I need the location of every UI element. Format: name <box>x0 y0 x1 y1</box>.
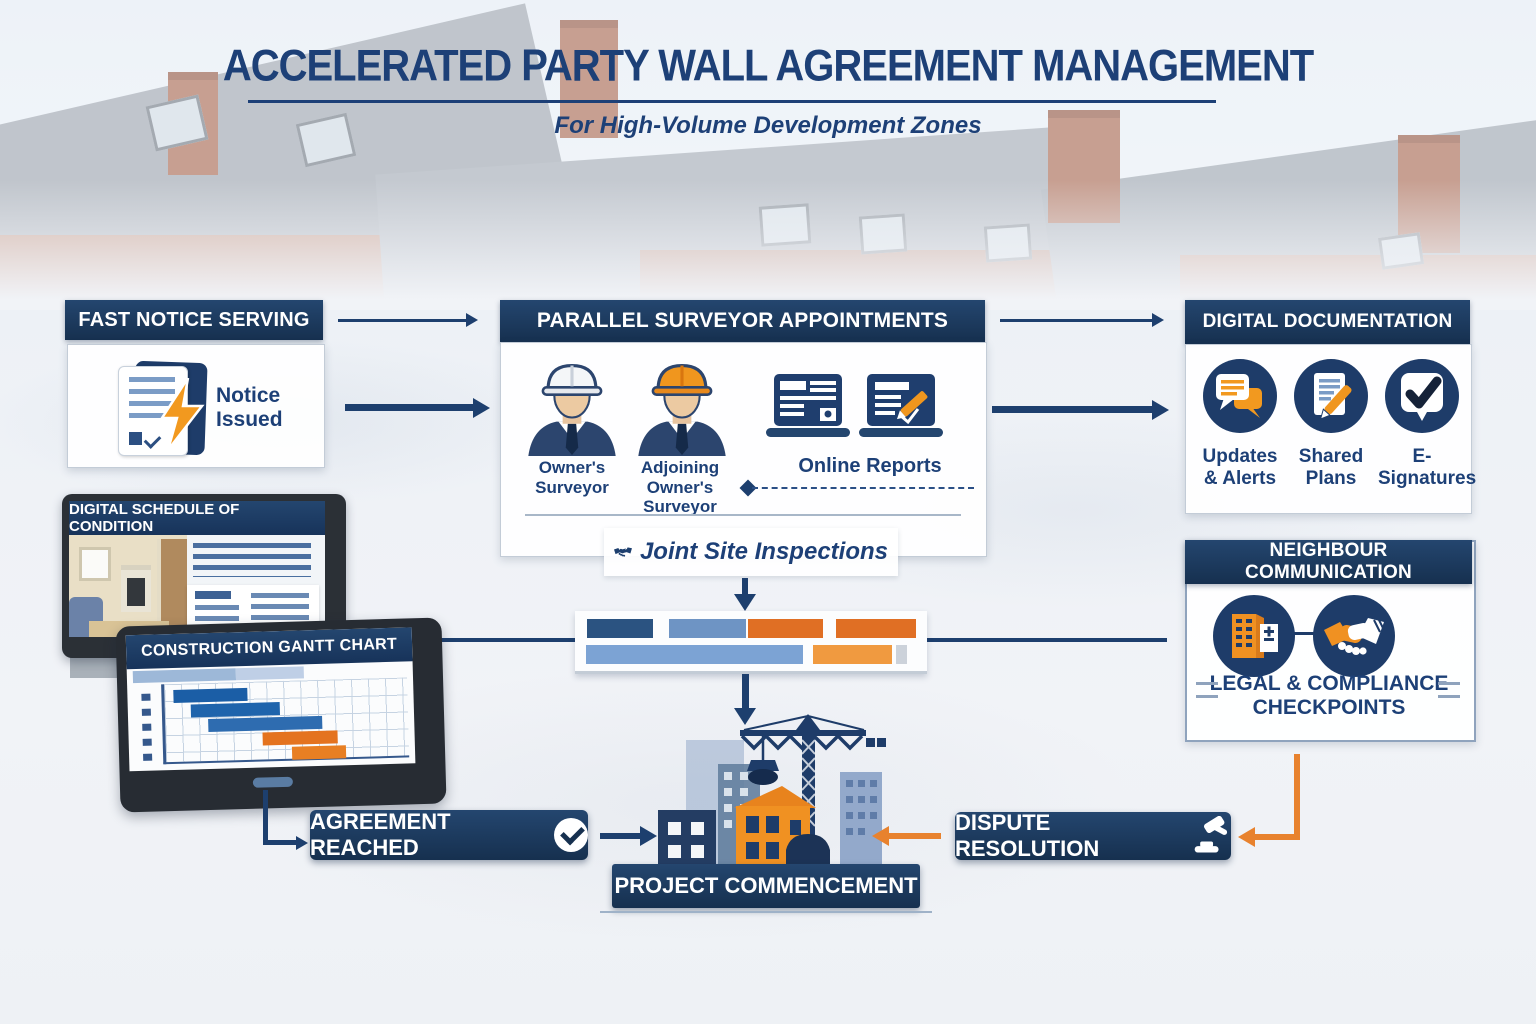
shared-plans-label: Shared Plans <box>1298 446 1364 489</box>
arrowhead <box>473 398 490 418</box>
timeline-bar-segment <box>896 645 907 664</box>
legal-compliance-checkpoints-label: LEGAL & COMPLIANCE CHECKPOINTS <box>1209 672 1449 720</box>
arrowhead-orange <box>872 826 889 846</box>
condition-report-text <box>187 543 319 637</box>
timeline-bar-segment <box>748 619 823 638</box>
photo-fade <box>0 180 1536 310</box>
arrowhead <box>640 826 657 846</box>
panel-divider <box>525 514 961 516</box>
arrow-dispute-to-project <box>889 833 941 839</box>
decorative-equal-lines <box>1196 682 1218 698</box>
tower-crane-icon <box>740 714 886 846</box>
gavel-icon <box>1194 816 1227 853</box>
timeline-bar-segment <box>813 645 892 664</box>
chat-bubbles-icon <box>1203 359 1277 433</box>
connector-timeline-to-neighbour <box>927 638 1167 642</box>
programme-timeline-bar <box>575 611 927 674</box>
gantt-header-strip <box>132 668 236 684</box>
page-title: ACCELERATED PARTY WALL AGREEMENT MANAGEM… <box>222 41 1314 91</box>
adjoining-surveyor-label: Adjoining Owner's Surveyor <box>640 458 720 517</box>
gantt-task-bar <box>291 745 347 760</box>
owners-surveyor-label: Owner's Surveyor <box>535 458 609 497</box>
title-underline <box>248 100 1216 103</box>
arrow-notice-to-surveyors-top <box>338 319 466 322</box>
esign-report-laptop-icon <box>859 374 943 437</box>
document-lightning-icon <box>112 358 212 458</box>
arrow-notice-to-surveyors <box>345 404 473 411</box>
parallel-surveyor-appointments-header: PARALLEL SURVEYOR APPOINTMENTS <box>500 300 985 342</box>
arrowhead <box>734 594 756 611</box>
tablet-home-button <box>252 776 294 788</box>
owners-surveyor-icon <box>528 363 616 456</box>
page-subtitle: For High-Volume Development Zones <box>554 112 982 139</box>
connector-tablet-to-agreement-v <box>263 790 268 845</box>
arrowhead <box>296 836 308 850</box>
checkmark-icon <box>1385 359 1459 433</box>
fast-notice-serving-header: FAST NOTICE SERVING <box>65 300 323 340</box>
neighbour-communication-header: NEIGHBOUR COMMUNICATION <box>1185 540 1472 584</box>
gantt-row-label <box>142 738 152 746</box>
project-commencement-banner: PROJECT COMMENCEMENT <box>612 864 920 908</box>
gantt-chart <box>127 661 416 771</box>
dispute-resolution-pill: DISPUTE RESOLUTION <box>955 810 1231 861</box>
gantt-chart-tablet: CONSTRUCTION GANTT CHART <box>115 617 447 813</box>
agreement-reached-label: AGREEMENT REACHED <box>310 809 451 860</box>
gantt-row-label <box>143 753 153 761</box>
e-signatures-label: E-Signatures <box>1378 446 1477 489</box>
dashed-connector <box>752 487 974 489</box>
joint-site-inspections-strip: Joint Site Inspections <box>604 528 898 576</box>
gantt-task-bar <box>190 702 280 718</box>
timeline-bar-segment <box>669 619 746 638</box>
building-document-icon <box>1213 595 1295 677</box>
arrowhead <box>466 313 478 327</box>
arrow-surveyors-to-docs <box>992 406 1152 413</box>
icon-connector <box>1288 632 1316 635</box>
timeline-bar-segment <box>836 619 916 638</box>
schedule-of-condition-header: DIGITAL SCHEDULE OF CONDITION <box>69 501 325 535</box>
timeline-bar-segment <box>587 619 653 638</box>
timeline-bar-segment <box>586 645 803 664</box>
gantt-row-label <box>142 723 152 731</box>
adjoining-owners-surveyor-icon <box>638 363 726 456</box>
arrowhead <box>1152 313 1164 327</box>
check-circle-icon <box>554 818 588 852</box>
connector-checkpoints-to-dispute-h <box>1254 834 1300 840</box>
gantt-row-label <box>141 708 151 716</box>
arrow-agreement-to-project <box>600 833 642 839</box>
project-commencement-label: PROJECT COMMENCEMENT <box>614 873 918 898</box>
digital-documentation-header: DIGITAL DOCUMENTATION <box>1185 300 1470 344</box>
arrow-inspections-to-timeline <box>742 578 748 596</box>
arrow-timeline-to-project <box>742 674 749 710</box>
gantt-task-bar <box>173 687 248 704</box>
connector-checkpoints-to-dispute-v <box>1294 754 1300 840</box>
connector-tablet-to-agreement-h <box>263 840 297 845</box>
dispute-resolution-label: DISPUTE RESOLUTION <box>955 810 1100 861</box>
banner-underline <box>600 911 932 913</box>
arrowhead <box>1152 400 1169 420</box>
construction-site-illustration <box>658 714 886 866</box>
online-reports-label: Online Reports <box>798 455 942 477</box>
handshake-icon <box>614 547 632 557</box>
online-report-laptop-icon <box>766 374 850 437</box>
arrowhead <box>734 708 756 725</box>
updates-alerts-label: Updates & Alerts <box>1202 446 1278 489</box>
arrowhead-orange <box>1238 827 1255 847</box>
gantt-row-label <box>141 693 151 701</box>
handshake-deal-icon <box>1313 595 1395 677</box>
joint-site-inspections-label: Joint Site Inspections <box>639 538 888 565</box>
connector-tablet-to-timeline <box>437 638 575 642</box>
arrow-surveyors-to-docs-top <box>1000 319 1152 322</box>
lightning-bolt-icon <box>159 378 205 451</box>
document-pencil-icon <box>1294 359 1368 433</box>
decorative-equal-lines <box>1438 682 1460 698</box>
notice-issued-label: Notice Issued <box>216 384 283 431</box>
chimney <box>560 20 618 138</box>
gantt-header-strip <box>235 666 305 681</box>
gantt-task-bar <box>262 730 338 746</box>
room-condition-photo <box>69 535 187 637</box>
agreement-reached-pill: AGREEMENT REACHED <box>310 809 588 860</box>
